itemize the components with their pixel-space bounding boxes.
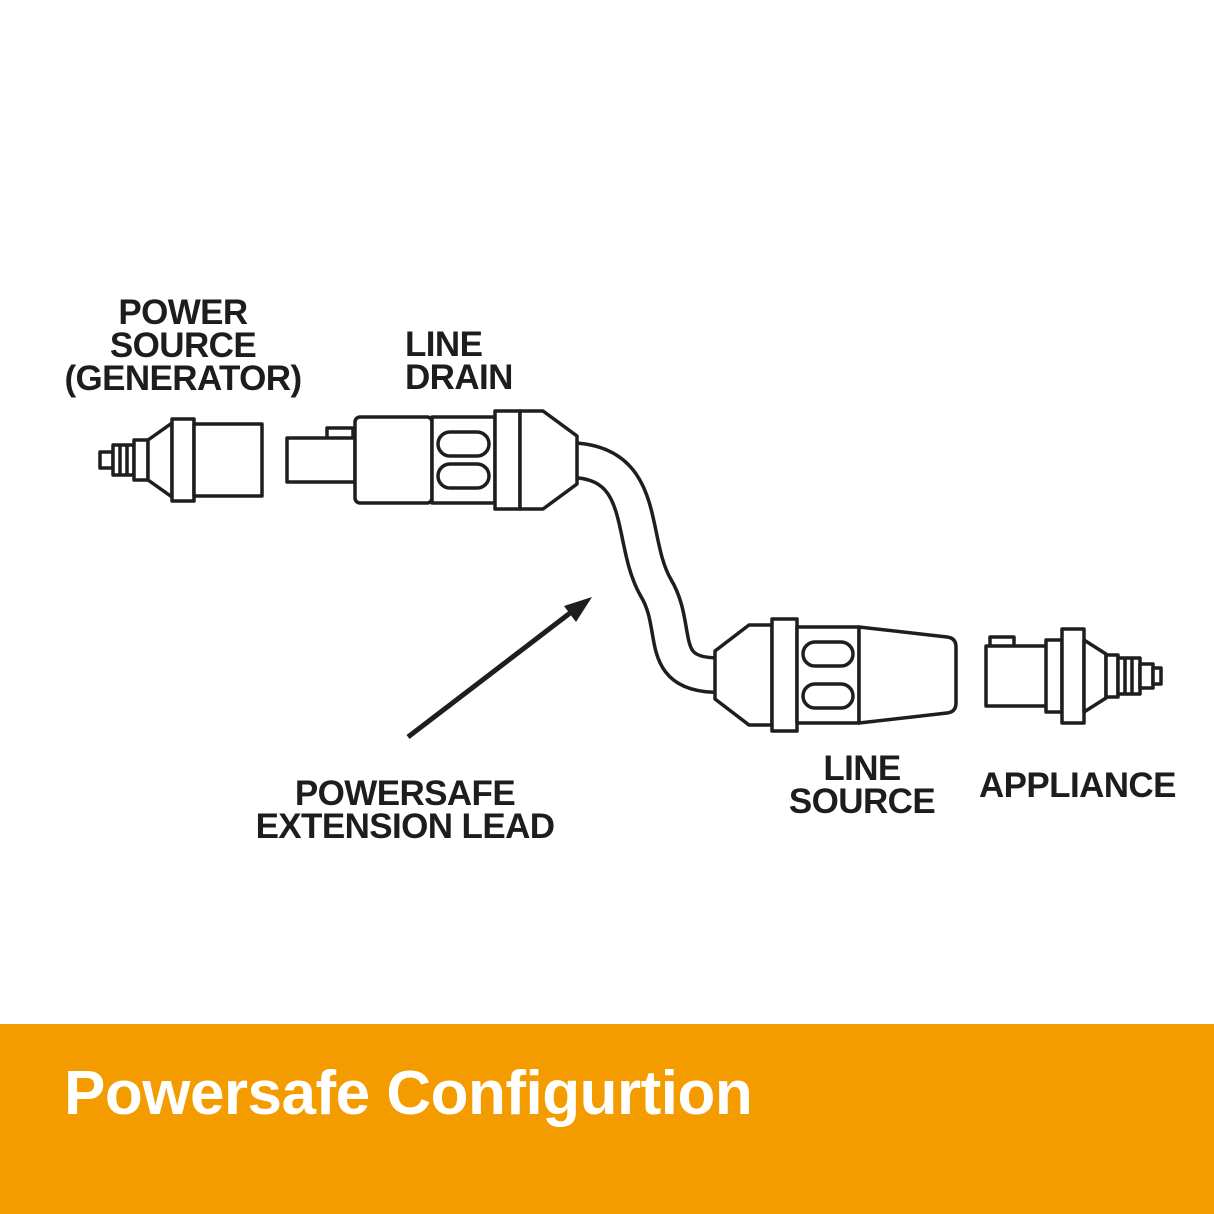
extension-lead-label-line1: POWERSAFE xyxy=(294,774,516,813)
extension-lead-label-line2: EXTENSION LEAD xyxy=(255,807,555,846)
extension-lead-cable-drawing xyxy=(568,441,716,694)
line-source-label-line1: LINE xyxy=(823,749,901,788)
line-source-label-line2: SOURCE xyxy=(788,782,936,821)
line-drain-label-line2: DRAIN xyxy=(405,358,513,397)
power-source-label-line3: (GENERATOR) xyxy=(64,359,302,398)
line-drain-label: LINE DRAIN xyxy=(405,325,513,397)
power-source-plug-drawing xyxy=(98,417,264,503)
line-source-connector-drawing xyxy=(713,617,958,733)
connector-diagram-drawing xyxy=(98,409,1163,739)
power-source-label-line2: SOURCE xyxy=(109,326,257,365)
line-source-label: LINE SOURCE xyxy=(787,749,937,821)
line-drain-label-line1: LINE xyxy=(405,325,483,364)
banner-title: Powersafe Configurtion xyxy=(64,1059,753,1128)
power-source-label: POWER SOURCE (GENERATOR) xyxy=(33,293,333,398)
extension-lead-label: POWERSAFE EXTENSION LEAD xyxy=(255,774,555,846)
title-banner: Powersafe Configurtion xyxy=(0,1024,1214,1214)
appliance-plug-drawing xyxy=(984,627,1163,725)
line-drain-connector-drawing xyxy=(285,409,579,511)
pointer-arrow-icon xyxy=(406,597,592,739)
power-source-label-line1: POWER xyxy=(118,293,248,332)
appliance-label: APPLIANCE xyxy=(979,766,1176,805)
diagram-area: POWER SOURCE (GENERATOR) LINE DRAIN POWE… xyxy=(33,293,1176,846)
